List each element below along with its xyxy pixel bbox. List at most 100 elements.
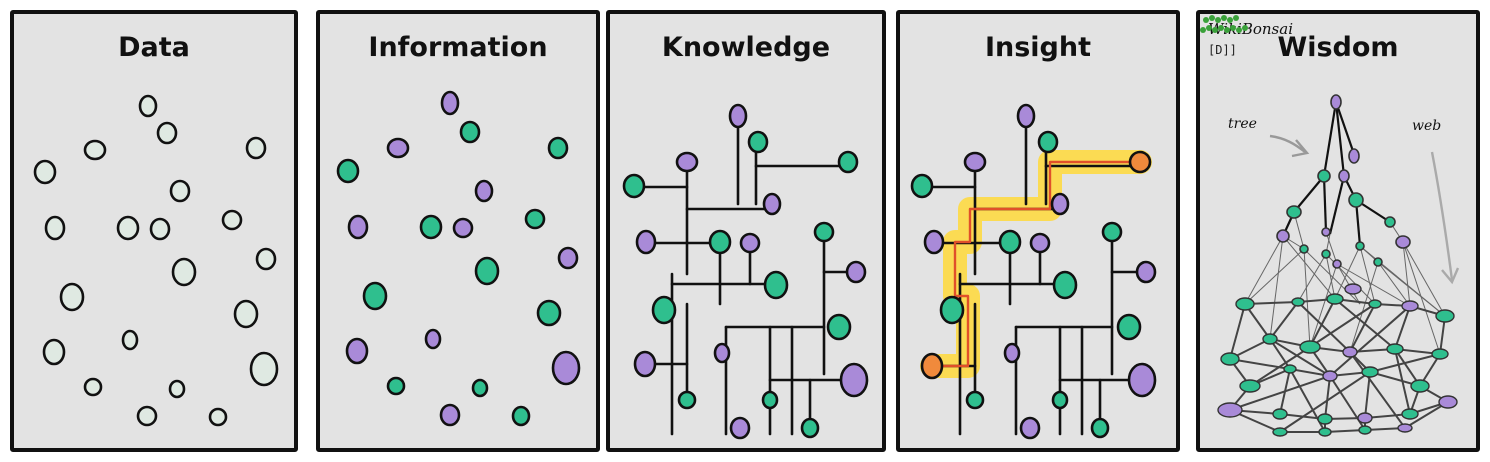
data-point: [249, 351, 279, 387]
panel-wisdom: WikiBonsai Wisdom [D]] tree web: [1196, 10, 1480, 452]
knowledge-node: [845, 260, 867, 284]
panel-information: Information: [316, 10, 600, 452]
web-arrow-head: [1441, 267, 1460, 285]
tree-node: [1355, 241, 1365, 251]
web-node: [1438, 395, 1458, 409]
web-node: [1431, 348, 1449, 360]
data-point: [233, 299, 259, 329]
insight-node: [1016, 103, 1036, 129]
data-point: [245, 136, 267, 160]
tree-node: [1321, 249, 1331, 259]
wisdom-network: [1217, 94, 1460, 437]
web-node: [1272, 427, 1288, 437]
tree-node: [1321, 227, 1331, 237]
knowledge-node: [747, 130, 769, 154]
web-node: [1386, 343, 1404, 355]
data-point: [171, 257, 197, 287]
knowledge-node: [837, 150, 859, 174]
info-point: [336, 158, 360, 184]
info-point: [347, 214, 369, 240]
web-node: [1262, 333, 1278, 345]
web-node: [1361, 366, 1379, 378]
web-node: [1220, 352, 1240, 366]
info-point: [547, 136, 569, 160]
tree-node: [1330, 94, 1342, 110]
tree-node: [1384, 216, 1396, 228]
tree-node: [1286, 205, 1302, 219]
tree-node: [1317, 169, 1331, 183]
insight-path-start-node: [920, 352, 944, 380]
web-node: [1235, 297, 1255, 311]
tree-label: tree: [1228, 116, 1257, 132]
knowledge-node: [813, 221, 835, 243]
panel-title-information: Information: [368, 32, 548, 63]
info-point: [424, 328, 442, 350]
data-point: [121, 329, 139, 351]
web-node: [1368, 299, 1382, 309]
data-point: [44, 215, 66, 241]
data-point: [33, 159, 57, 185]
knowledge-network: [622, 103, 869, 440]
insight-network: [910, 103, 1157, 440]
tree-node: [1332, 259, 1342, 269]
knowledge-node: [761, 390, 779, 410]
insight-node: [1127, 362, 1157, 398]
insight-node: [998, 229, 1022, 255]
knowledge-node: [633, 350, 657, 378]
data-point: [168, 379, 186, 399]
insight-node: [1101, 221, 1123, 243]
information-points: [336, 90, 581, 427]
tree-node: [1373, 257, 1383, 267]
knowledge-node: [729, 416, 751, 440]
panel-data: Data: [10, 10, 298, 452]
panel-knowledge: Knowledge: [606, 10, 886, 452]
panel-insight: Insight: [896, 10, 1180, 452]
brand-label: WikiBonsai: [1208, 20, 1293, 38]
data-points: [33, 94, 279, 427]
knowledge-node: [713, 342, 731, 364]
knowledge-node: [677, 390, 697, 410]
knowledge-node: [675, 151, 699, 173]
knowledge-node: [739, 232, 761, 254]
info-point: [471, 378, 489, 398]
web-node: [1318, 427, 1332, 437]
insight-path-glow: [920, 150, 1152, 378]
web-node: [1326, 293, 1344, 305]
insight-node: [963, 151, 987, 173]
insight-node: [1003, 342, 1021, 364]
knowledge-node: [708, 229, 732, 255]
web-node: [1342, 346, 1358, 358]
data-point: [83, 139, 107, 161]
insight-node: [965, 390, 985, 410]
web-node: [1317, 413, 1333, 425]
info-point: [345, 337, 369, 365]
data-point: [42, 338, 66, 366]
insight-node: [1029, 232, 1051, 254]
info-point: [474, 179, 494, 203]
data-point: [149, 217, 171, 241]
web-node: [1299, 340, 1321, 354]
info-point: [551, 350, 581, 386]
insight-node: [1037, 130, 1059, 154]
knowledge-node: [622, 173, 646, 199]
tree-node: [1348, 192, 1364, 208]
data-point: [221, 209, 243, 231]
insight-node: [939, 295, 965, 325]
tree-node: [1338, 169, 1350, 183]
web-node: [1410, 379, 1430, 393]
data-point: [255, 247, 277, 271]
panel-title-insight: Insight: [984, 32, 1092, 63]
knowledge-node: [651, 295, 677, 325]
insight-node: [923, 229, 945, 255]
info-point: [439, 403, 461, 427]
tree-node: [1299, 244, 1309, 254]
web-node: [1357, 412, 1373, 424]
info-point: [524, 208, 546, 230]
web-node: [1397, 423, 1413, 433]
web-label: web: [1412, 118, 1442, 134]
info-point: [536, 299, 562, 327]
tree-arrow: [1269, 134, 1306, 153]
insight-node: [1050, 192, 1070, 216]
info-point: [386, 376, 406, 396]
web-node: [1322, 370, 1338, 382]
